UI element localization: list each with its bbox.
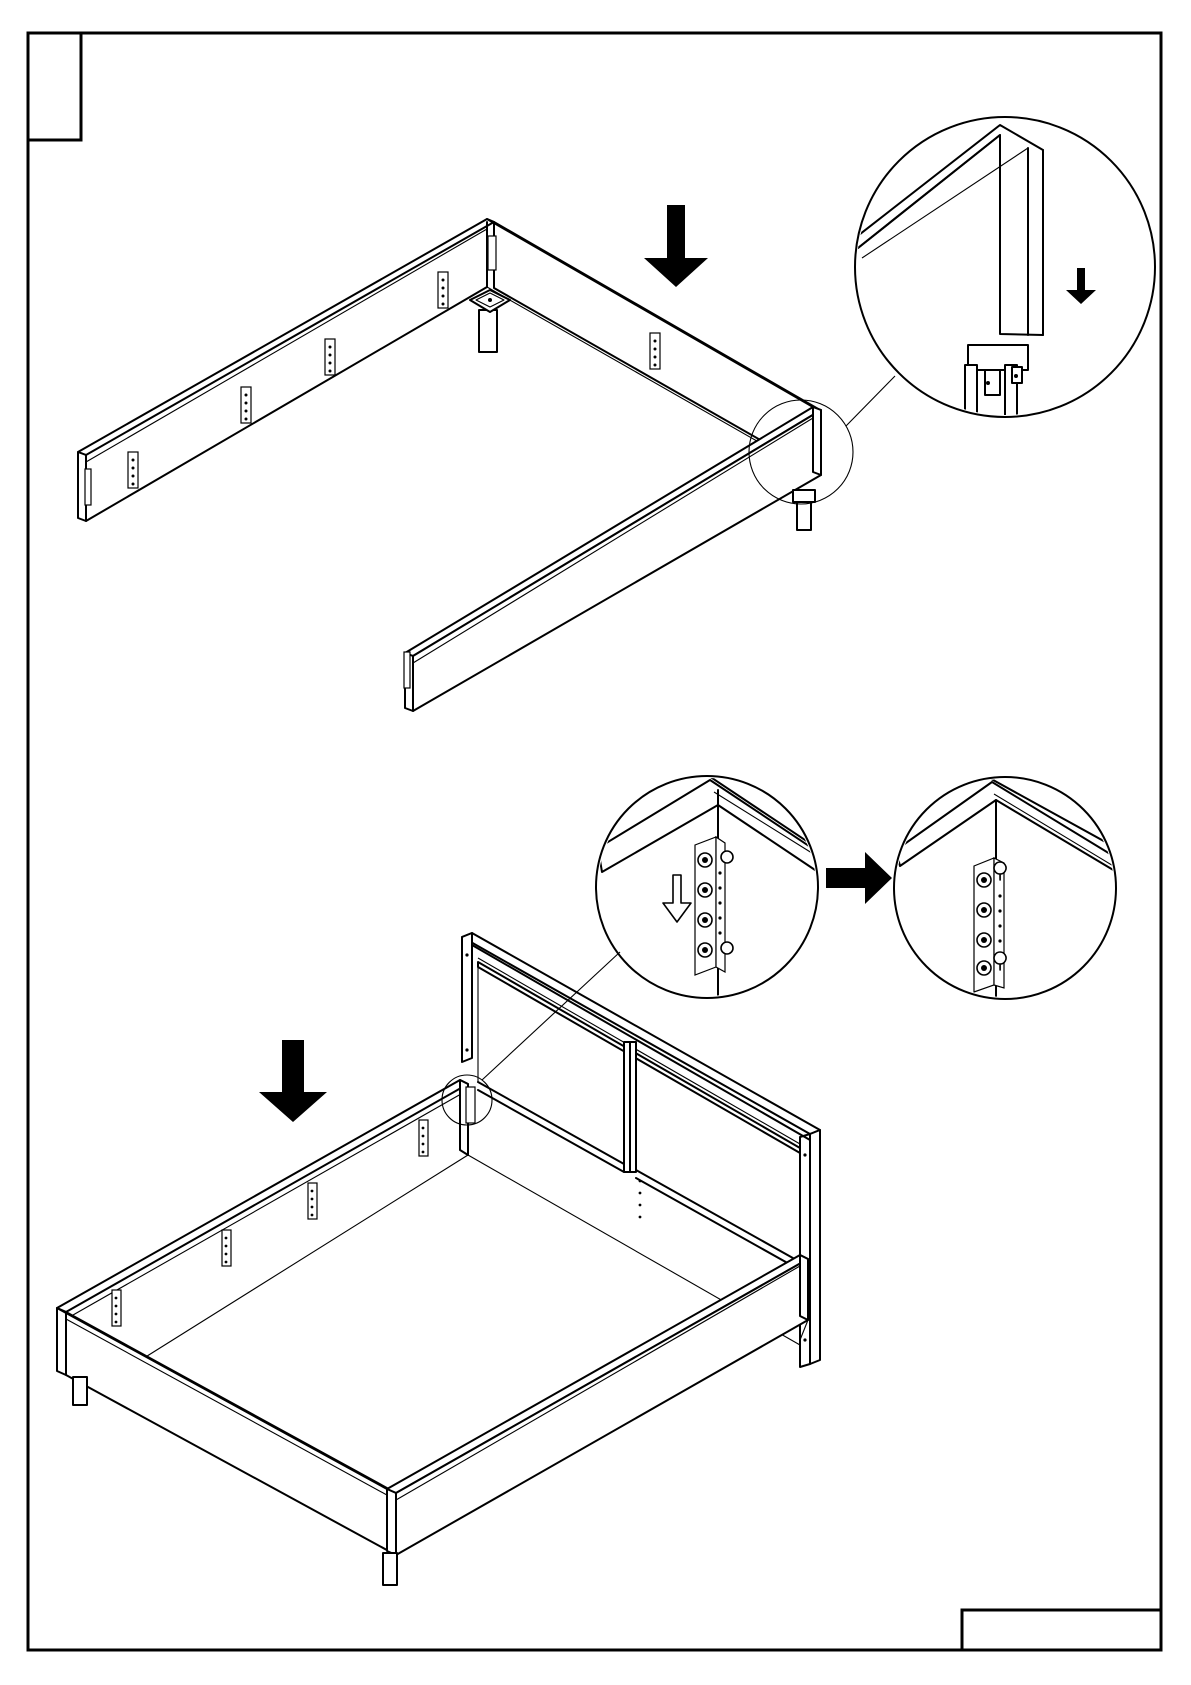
left-side-rail xyxy=(78,219,494,455)
base-rail-brackets xyxy=(112,1087,475,1326)
bed-base xyxy=(57,1080,808,1555)
bracket-detail-after xyxy=(894,770,1120,1010)
transition-arrow-right-icon xyxy=(826,852,892,904)
corner-leg-top xyxy=(470,290,510,352)
bottom-assembly-arrow-down-icon xyxy=(259,1040,327,1122)
detail-leader-line xyxy=(846,376,895,426)
top-rail-assembly xyxy=(78,117,1155,711)
detail-zoom-top xyxy=(855,117,1155,425)
assembly-arrow-down-icon xyxy=(644,205,708,287)
bracket-detail-before xyxy=(596,770,836,1010)
right-side-rail xyxy=(405,407,821,656)
bottom-bed-assembly xyxy=(57,933,820,1585)
bottom-detail-leader-line xyxy=(482,952,620,1080)
step-number-box xyxy=(28,33,81,140)
rail-bracket xyxy=(85,236,660,688)
page-footer-box xyxy=(962,1610,1161,1650)
back-rail-top xyxy=(487,219,820,410)
corner-leg-front xyxy=(793,490,815,530)
